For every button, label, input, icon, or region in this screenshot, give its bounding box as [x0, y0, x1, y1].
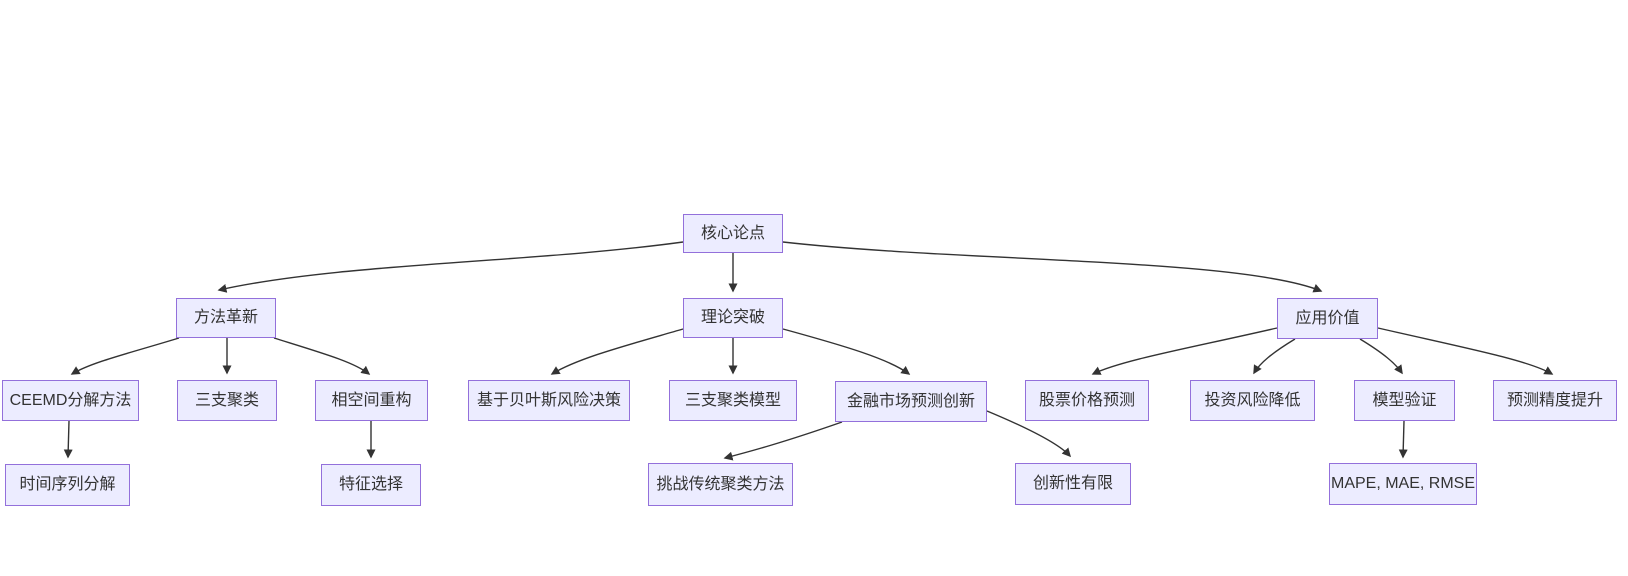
node-metrics-mape-mae-rmse: MAPE, MAE, RMSE [1329, 463, 1477, 505]
node-label: 应用价值 [1295, 309, 1360, 327]
edge-application-stock [1091, 327, 1278, 375]
node-label: 金融市场预测创新 [846, 392, 975, 410]
edge-core-application [782, 241, 1323, 293]
node-theory-breakthrough: 理论突破 [683, 298, 783, 338]
node-label: 核心论点 [700, 224, 765, 242]
node-application-value: 应用价值 [1277, 298, 1378, 339]
node-label: 投资风险降低 [1204, 391, 1301, 409]
node-label: 预测精度提升 [1506, 391, 1603, 409]
node-label: 挑战传统聚类方法 [656, 475, 785, 493]
node-label: 相空间重构 [331, 391, 412, 409]
node-core-argument: 核心论点 [683, 214, 783, 253]
node-stock-price-prediction: 股票价格预测 [1025, 380, 1149, 421]
edge-financial-innovation-limited [986, 410, 1072, 458]
node-bayesian-risk-decision: 基于贝叶斯风险决策 [468, 380, 630, 421]
node-challenge-traditional-clustering: 挑战传统聚类方法 [648, 463, 793, 506]
node-prediction-accuracy-improvement: 预测精度提升 [1493, 380, 1617, 421]
node-label: 创新性有限 [1032, 475, 1113, 492]
edge-financial-innovation-challenge [723, 421, 843, 461]
node-label: 特征选择 [338, 476, 403, 493]
edge-core-method [217, 241, 684, 293]
node-label: 股票价格预测 [1038, 391, 1135, 409]
node-label: 基于贝叶斯风险决策 [476, 391, 621, 409]
node-ceemd-decomposition: CEEMD分解方法 [2, 380, 139, 421]
node-label: 理论突破 [700, 309, 765, 326]
edge-validation-metrics [1398, 420, 1408, 459]
node-model-validation: 模型验证 [1354, 380, 1455, 421]
node-label: 方法革新 [193, 309, 258, 326]
node-limited-innovation: 创新性有限 [1015, 463, 1131, 505]
node-label: 模型验证 [1372, 391, 1437, 409]
node-investment-risk-reduction: 投资风险降低 [1190, 380, 1315, 421]
edge-method-ceemd [70, 337, 180, 375]
node-financial-market-innovation: 金融市场预测创新 [835, 381, 987, 422]
edge-application-investment [1253, 338, 1296, 375]
edge-theory-bayesian [550, 328, 684, 375]
node-time-series-decomposition: 时间序列分解 [5, 464, 130, 506]
edge-method-phase-space [273, 337, 371, 375]
edge-ceemd-time-series [63, 420, 73, 459]
node-three-way-clustering-model: 三支聚类模型 [669, 380, 797, 421]
node-three-way-clustering: 三支聚类 [177, 380, 277, 421]
edge-application-validation [1359, 338, 1403, 375]
edge-theory-financial-innovation [782, 328, 911, 375]
node-phase-space-reconstruction: 相空间重构 [315, 380, 428, 421]
node-label: 三支聚类 [194, 391, 259, 409]
node-label: CEEMD分解方法 [9, 391, 132, 409]
node-label: 时间序列分解 [19, 476, 116, 493]
node-method-innovation: 方法革新 [176, 298, 276, 338]
node-feature-selection: 特征选择 [321, 464, 421, 506]
node-label: MAPE, MAE, RMSE [1330, 475, 1476, 492]
edge-application-accuracy [1377, 327, 1554, 375]
node-label: 三支聚类模型 [684, 391, 781, 409]
